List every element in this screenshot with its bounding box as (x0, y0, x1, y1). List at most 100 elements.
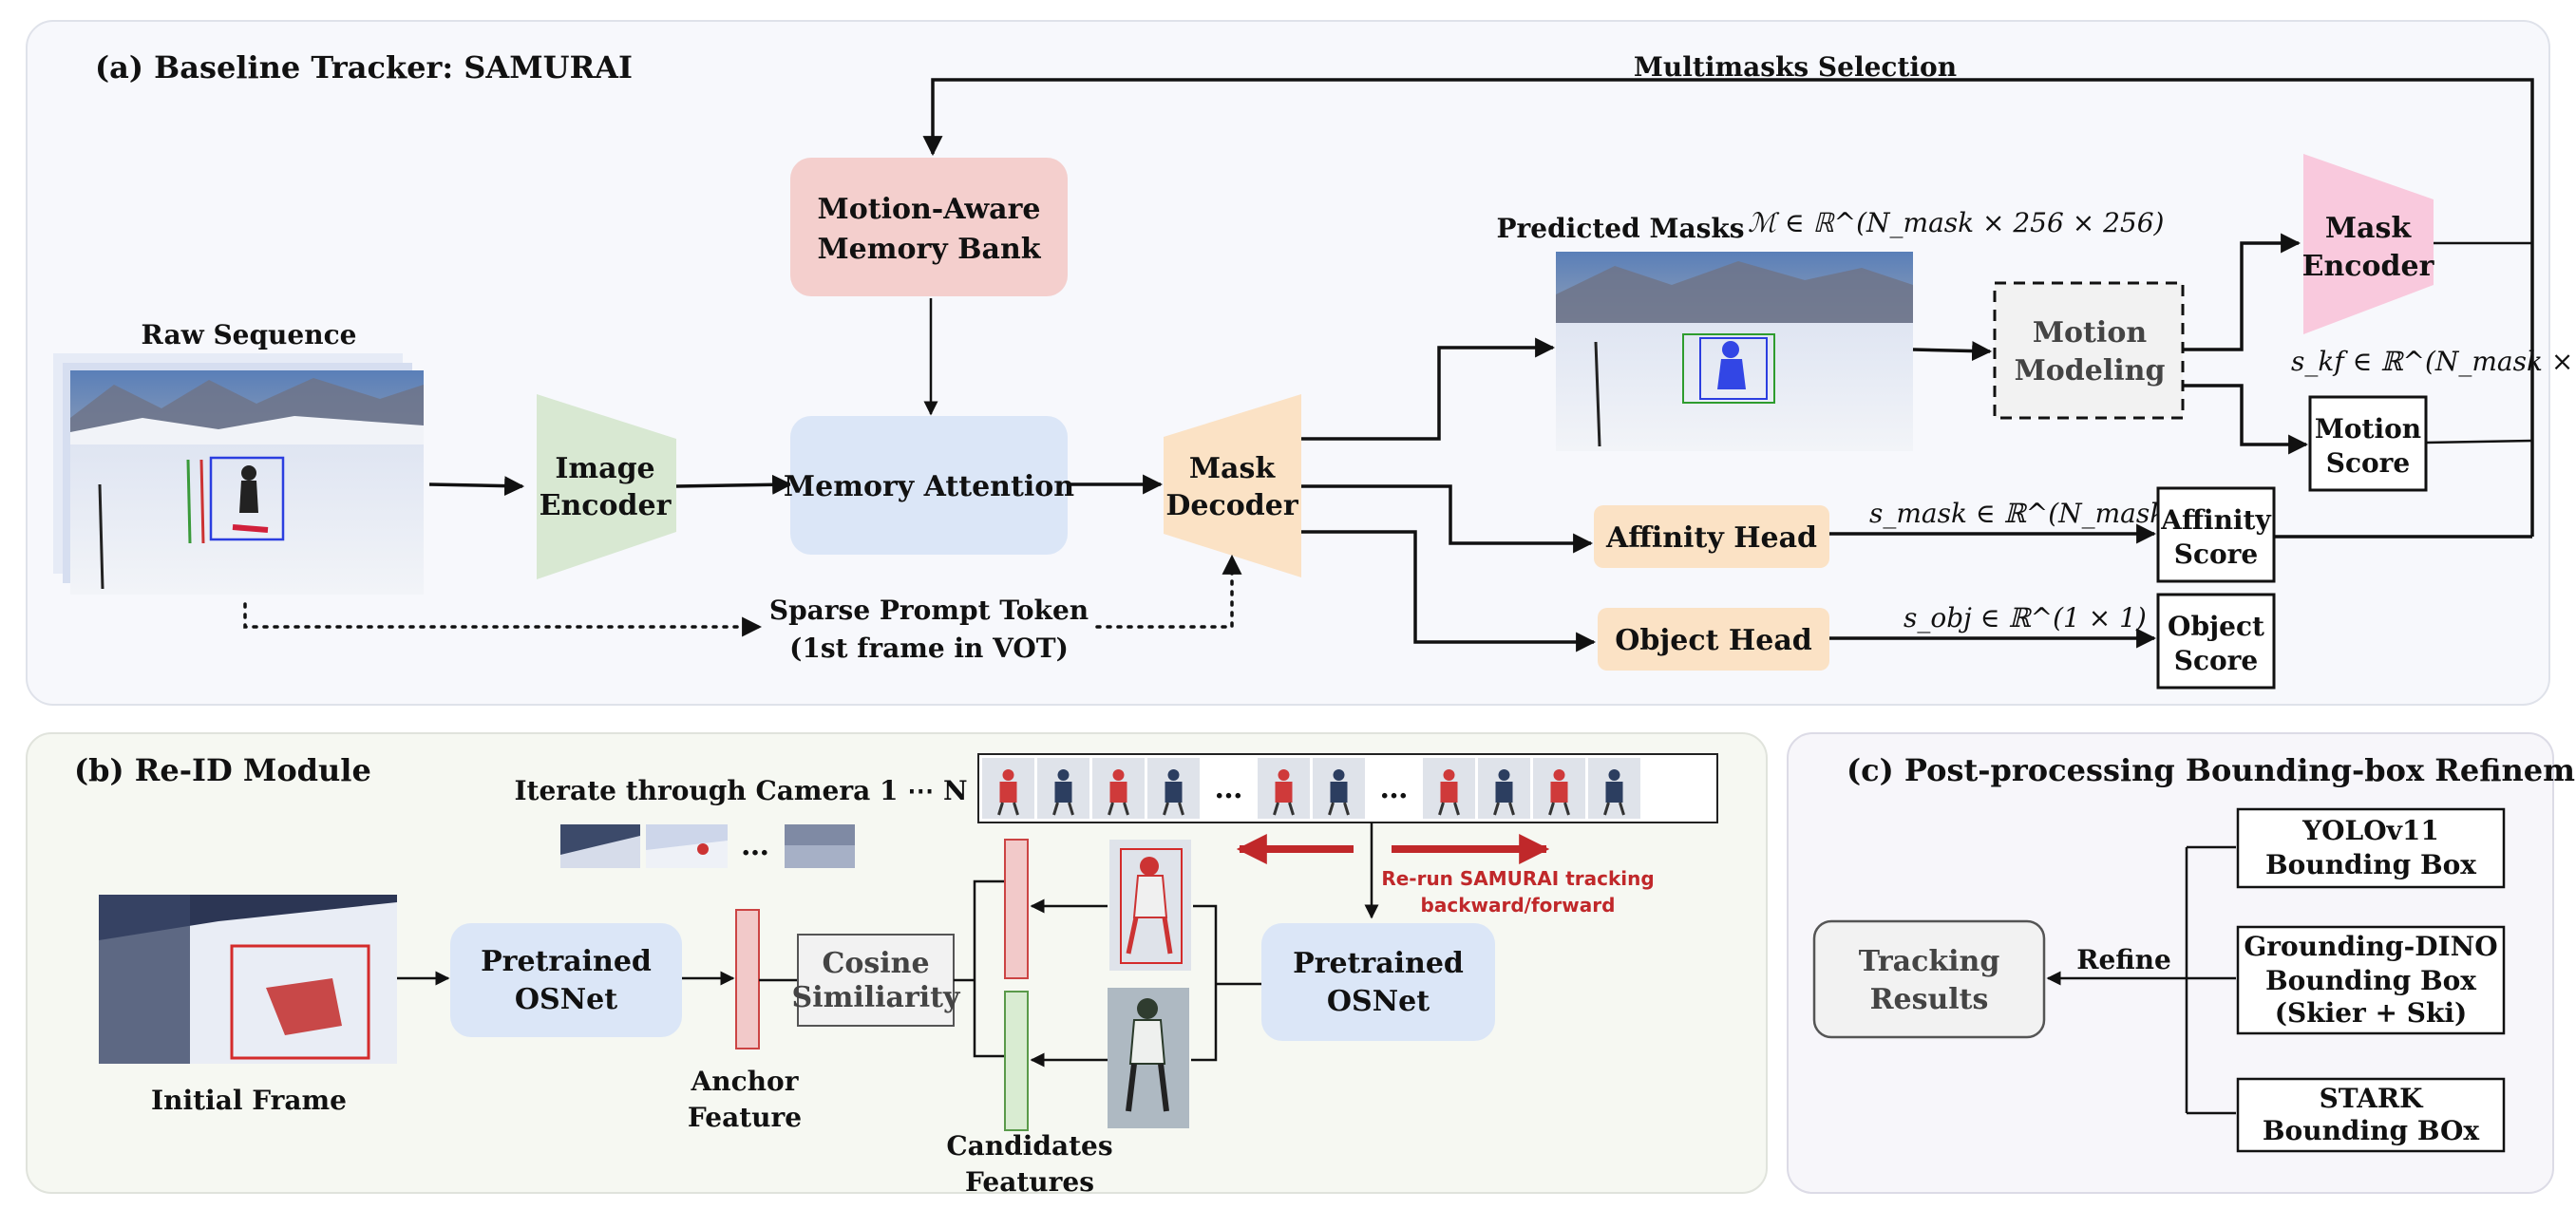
strip-frame (1423, 758, 1475, 819)
rerun-label: Re-run SAMURAI tracking (1381, 867, 1654, 890)
arrow-encoder-to-attention (675, 474, 793, 495)
mask-decoder-block (1164, 394, 1301, 577)
strip-frame (1478, 758, 1530, 819)
refine-label: Refine (2076, 944, 2171, 975)
motion-score-box (2308, 395, 2428, 492)
skf-formula: s_kf ∈ ℝ^(N_mask × 1) (2291, 346, 2576, 377)
image-encoder-label-2: Encoder (540, 489, 672, 522)
target-bbox (209, 456, 285, 541)
grounding-dino-label-2: Bounding Box (2265, 965, 2476, 996)
candidates-features-label-2: Features (965, 1166, 1094, 1198)
panel-c-title: (c) Post-processing Bounding-box Refinem… (1847, 752, 2576, 788)
sparse-prompt-label: Sparse Prompt Token (769, 595, 1089, 626)
raw-sequence-label: Raw Sequence (142, 319, 357, 350)
memory-bank-label-2: Memory Bank (817, 233, 1041, 266)
affinity-score-box (2156, 486, 2276, 583)
object-score-label-2: Score (2174, 645, 2259, 676)
memory-bank-block (790, 158, 1068, 296)
strip-ellipsis: … (1215, 772, 1243, 805)
cosine-block (797, 934, 955, 1027)
dotted-arrow-prompt-to-decoder (1095, 554, 1242, 629)
camera-thumbnails (560, 824, 855, 868)
mask-decoder-label-2: Decoder (1165, 489, 1298, 522)
raw-sequence-frames (53, 353, 424, 595)
grounding-dino-box (2236, 925, 2506, 1035)
arrow-masks-to-motion-modeling (1912, 341, 1993, 362)
osnet-right-label-2: OSNet (1327, 985, 1430, 1018)
cosine-label: Cosine (822, 947, 929, 980)
arrow-raw-to-encoder (428, 476, 525, 497)
sparse-prompt-label-2: (1st frame in VOT) (789, 633, 1069, 664)
frame-strip: …… (977, 753, 1718, 823)
panel-a-title: (a) Baseline Tracker: SAMURAI (95, 49, 633, 85)
affinity-score-label: Affinity (2160, 504, 2271, 536)
osnet-left-block (450, 923, 682, 1037)
strip-frame (982, 758, 1034, 819)
yolo-box (2236, 807, 2506, 889)
arrow-decoder-to-masks (1301, 337, 1556, 441)
grounding-dino-label: Grounding-DINO (2244, 931, 2497, 962)
image-encoder-label: Image (555, 452, 654, 485)
strip-frame (1092, 758, 1145, 819)
object-score-box (2156, 593, 2276, 690)
affinity-head-block (1594, 505, 1829, 568)
iterate-label: Iterate through Camera 1 ⋯ N (514, 775, 967, 806)
affinity-head-label: Affinity Head (1605, 521, 1817, 555)
memory-attention-label: Memory Attention (784, 470, 1074, 503)
candidate-crop-1 (1109, 840, 1191, 971)
multimask-feedback-arrow (922, 78, 2534, 537)
dotted-arrow-to-prompt (243, 602, 763, 637)
strip-frame (1258, 758, 1310, 819)
memory-bank-label: Motion-Aware (818, 193, 1041, 226)
motion-modeling-label: Motion (2033, 316, 2147, 350)
stark-label-2: Bounding BOx (2263, 1115, 2480, 1146)
osnet-right-label: Pretrained (1293, 947, 1464, 980)
masks-formula: ℳ ∈ ℝ^(N_mask × 256 × 256) (1748, 207, 2164, 238)
bracket-osnet-to-crops (1191, 904, 1261, 1062)
motion-modeling-block (1993, 281, 2185, 420)
arrow-decoder-to-affinity-head (1301, 484, 1594, 554)
tracking-results-label: Tracking (1859, 945, 2000, 978)
initial-frame-label: Initial Frame (151, 1085, 347, 1116)
arrow-motion-to-mask-encoder (2183, 233, 2301, 351)
strip-ellipsis: … (1380, 772, 1409, 805)
refine-bracket (2185, 845, 2236, 1115)
mask-decoder-label: Mask (1189, 452, 1277, 485)
strip-frame (1037, 758, 1089, 819)
motion-modeling-label-2: Modeling (2015, 354, 2166, 388)
anchor-feature-label-2: Feature (688, 1102, 802, 1133)
arrow-motion-to-motion-score (2183, 384, 2309, 455)
panel-b-title: (b) Re-ID Module (74, 752, 371, 788)
bracket-cosine-to-candidates (954, 879, 1005, 1058)
image-encoder-block (537, 394, 676, 579)
mask-encoder-label: Mask (2325, 212, 2413, 245)
stark-box (2236, 1077, 2506, 1153)
osnet-right-block (1261, 923, 1495, 1041)
mask-encoder-block (2303, 154, 2434, 334)
candidates-features-label: Candidates (946, 1130, 1112, 1162)
predicted-masks-label: Predicted Masks (1496, 213, 1744, 244)
yolo-label: YOLOv11 (2301, 815, 2439, 846)
candidate-feature-bar-2 (1004, 991, 1029, 1131)
strip-frame (1588, 758, 1640, 819)
mask-encoder-label-2: Encoder (2302, 250, 2435, 283)
motion-score-label-2: Score (2326, 447, 2411, 479)
anchor-feature-label: Anchor (691, 1066, 800, 1097)
arrow-decoder-to-object-head (1301, 530, 1597, 652)
memory-attention-block (790, 416, 1068, 555)
initial-frame-image (99, 895, 397, 1064)
sobj-formula: s_obj ∈ ℝ^(1 × 1) (1904, 602, 2147, 633)
strip-frame (1533, 758, 1585, 819)
tracking-results-block (1812, 919, 2046, 1039)
candidate-crop-2 (1108, 988, 1189, 1128)
line-motion-score-to-loop (2425, 439, 2533, 444)
grounding-dino-label-3: (Skier + Ski) (2275, 997, 2468, 1029)
osnet-left-label-2: OSNet (515, 983, 617, 1016)
object-head-label: Object Head (1615, 624, 1811, 657)
candidate-feature-bar-1 (1004, 839, 1029, 979)
strip-frame (1147, 758, 1200, 819)
anchor-feature-bar (735, 909, 760, 1049)
strip-frame (1313, 758, 1365, 819)
object-score-label: Object (2168, 611, 2264, 642)
